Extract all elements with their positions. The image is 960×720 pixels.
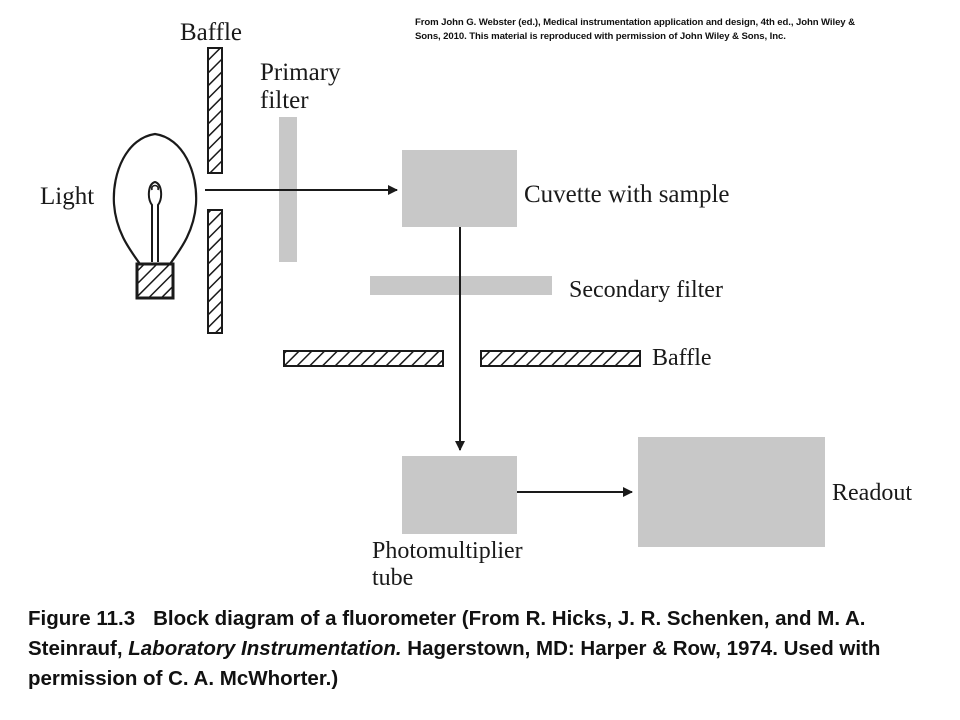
label-primary-filter-2: filter [260, 87, 309, 114]
credit-line-2: Sons, 2010. This material is reproduced … [415, 31, 786, 42]
readout-block [638, 437, 825, 547]
label-secondary-filter: Secondary filter [569, 277, 723, 303]
photomultiplier-block [402, 456, 517, 534]
label-pmt-1: Photomultiplier [372, 538, 523, 564]
label-baffle-top: Baffle [180, 19, 242, 46]
caption-text-2: Hagerstown, MD: Harper & Row, 1974. Used… [28, 637, 881, 690]
label-primary-filter-1: Primary [260, 59, 341, 86]
baffle-horizontal-right [480, 350, 641, 367]
baffle-left-lower [207, 209, 223, 334]
credit-line-1: From John G. Webster (ed.), Medical inst… [415, 17, 855, 28]
caption-book-title: Laboratory Instrumentation. [128, 637, 402, 660]
caption-text-1: Block diagram of a fluorometer (From R. … [28, 607, 866, 660]
fluorometer-block-diagram: Baffle Primary filter Light Cuvette with… [40, 19, 912, 591]
baffle-left-upper [207, 47, 223, 174]
label-baffle-right: Baffle [652, 345, 712, 371]
figure-number: Figure 11.3 [28, 607, 136, 630]
label-pmt-2: tube [372, 565, 413, 591]
baffle-horizontal-left [283, 350, 444, 367]
label-light: Light [40, 183, 94, 210]
cuvette-block [402, 150, 517, 227]
light-bulb-icon [112, 132, 198, 300]
label-readout: Readout [832, 480, 912, 506]
copyright-credit: From John G. Webster (ed.), Medical inst… [415, 16, 935, 44]
label-cuvette: Cuvette with sample [524, 181, 730, 208]
